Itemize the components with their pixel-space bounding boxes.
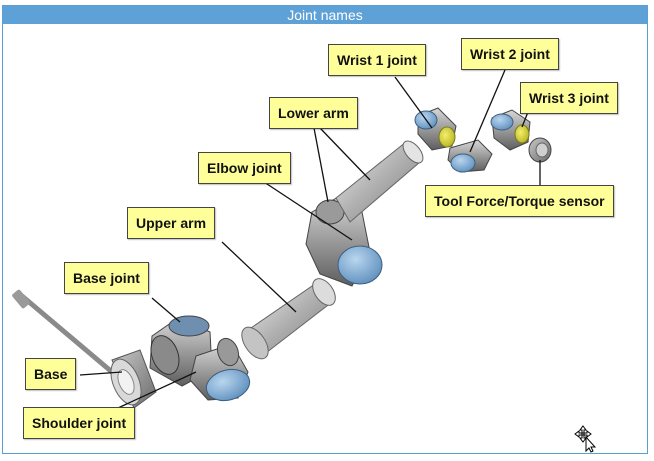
wrist-3-joint-part	[490, 109, 531, 151]
wrist-2-joint-part	[447, 139, 493, 173]
label-shoulder-joint: Shoulder joint	[23, 407, 136, 439]
leader-lines	[79, 69, 541, 409]
label-wrist-3-joint: Wrist 3 joint	[520, 82, 618, 114]
upper-arm-part	[241, 278, 336, 360]
wrist-1-joint-part	[414, 107, 457, 151]
tool-force-torque-sensor-part	[528, 137, 552, 163]
base-part	[110, 349, 157, 409]
move-cursor-icon	[574, 425, 597, 453]
panel-title: Joint names	[3, 6, 647, 24]
joint-names-panel: Joint names	[2, 5, 648, 454]
shoulder-joint-part	[189, 337, 251, 402]
base-rod	[12, 289, 115, 375]
label-wrist-2-joint: Wrist 2 joint	[461, 38, 559, 70]
label-base-joint: Base joint	[64, 262, 149, 294]
lower-arm-part	[335, 140, 424, 223]
label-tool-force-torque-sensor: Tool Force/Torque sensor	[425, 185, 614, 217]
label-elbow-joint: Elbow joint	[198, 152, 291, 184]
label-wrist-1-joint: Wrist 1 joint	[328, 44, 426, 76]
label-lower-arm: Lower arm	[269, 97, 358, 129]
label-upper-arm: Upper arm	[127, 207, 216, 239]
label-base: Base	[25, 358, 77, 390]
